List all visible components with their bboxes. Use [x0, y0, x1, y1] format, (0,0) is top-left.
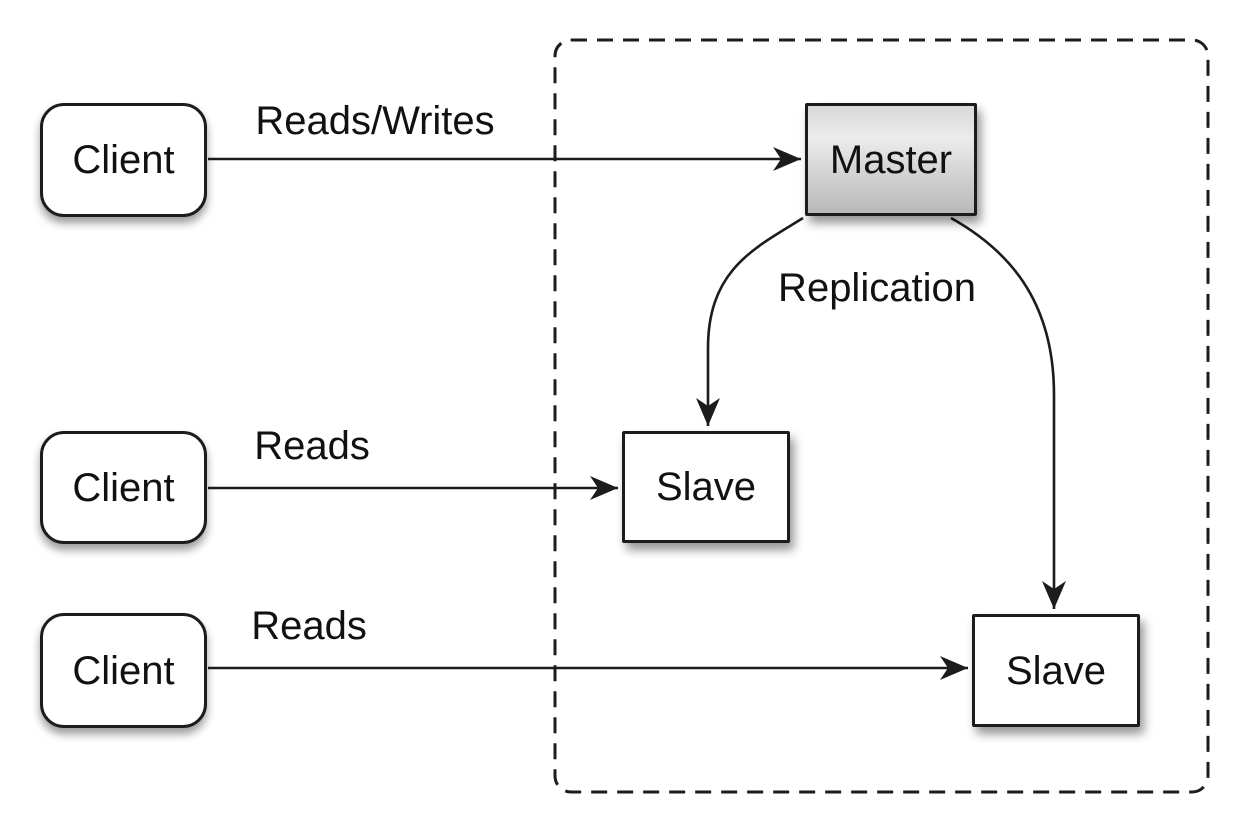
client-node-2-label: Client	[72, 465, 175, 510]
master-node-label: Master	[829, 137, 953, 182]
client-node-1: Client	[40, 103, 207, 217]
edge-label-reads-writes: Reads/Writes	[255, 99, 495, 143]
slave-node-2-label: Slave	[1005, 648, 1107, 693]
client-node-3-label: Client	[72, 648, 175, 693]
slave-node-1-label: Slave	[655, 465, 757, 509]
client-node-3: Client	[40, 613, 207, 728]
edge-label-reads-slave1: Reads	[254, 424, 370, 468]
edge-label-reads-slave2: Reads	[251, 604, 367, 648]
arrow-master-to-slave2	[950, 216, 1066, 609]
replication-boundary	[553, 38, 1210, 794]
arrow-master-to-slave1	[696, 216, 804, 426]
client-node-2: Client	[40, 431, 207, 544]
edge-label-replication: Replication	[778, 266, 976, 310]
master-node: Master	[805, 103, 977, 216]
slave-node-2: Slave	[972, 614, 1140, 727]
slave-node-1: Slave	[622, 431, 790, 543]
client-node-1-label: Client	[72, 138, 175, 182]
